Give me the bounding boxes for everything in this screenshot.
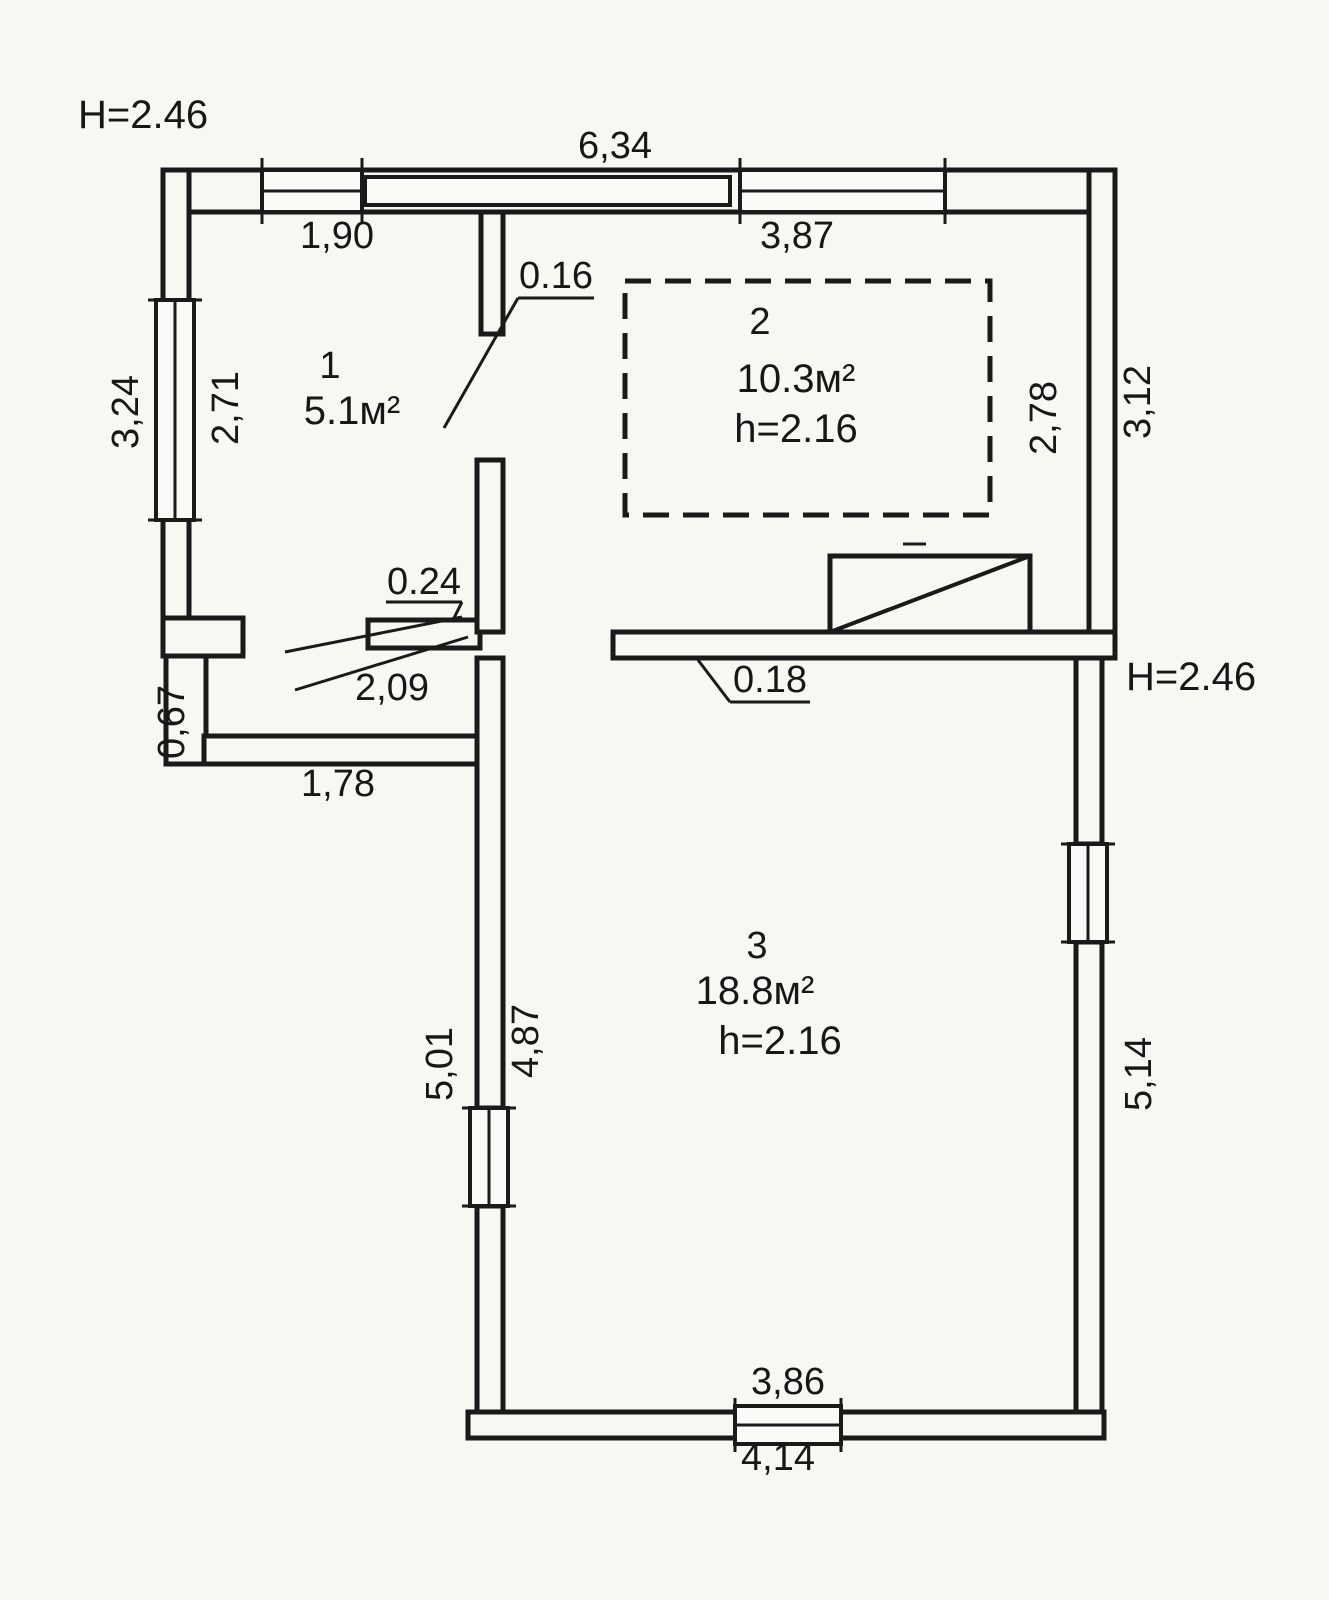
dim-right-outer-upper-label: 3,12 [1117,365,1159,439]
dim-right-inner-upper-label: 2,78 [1023,381,1065,455]
wall-interior-bottom [474,1203,506,1415]
wall-middle [610,629,1118,661]
dim-left-outer-label: 3,24 [105,375,147,449]
witness-ticks-group [148,158,1115,1452]
dim-top-width-label: 6,34 [578,125,652,167]
wall-right-lower-b [1073,939,1105,1415]
walls-group [160,167,1118,1441]
room1-area-label: 5.1м² [304,389,400,433]
room3-area-label: 18.8м² [696,969,815,1013]
wall-room1-bottom-piece [365,617,483,651]
wall-interior-lower [474,655,506,1111]
wall-step-block [160,615,246,659]
dim-left-step-label: 0,67 [151,685,193,759]
wall-right-lower-a [1073,655,1105,847]
wall-right-upper [1086,167,1118,661]
leader-016 [442,297,520,429]
dim-bottom-window-label: 3,86 [751,1361,825,1403]
room2-area-label: 10.3м² [737,357,856,401]
wall-interior-stub [478,209,506,337]
room2-dashed-outline [622,278,993,518]
dim-wall-018-label: 0.18 [733,659,807,701]
dim-wall-024-label: 0.24 [387,561,461,603]
labels-group: H=2.46 6,34 1,90 3,87 0.16 1 5.1м² 3,24 … [78,93,1256,1479]
dim-vestibule-width-label: 1,78 [301,763,375,805]
stove-symbol [827,542,1033,635]
room2-height-label: h=2.16 [734,407,857,451]
leader-opening-a [284,615,463,654]
dim-wall-016-label: 0.16 [519,255,593,297]
leader-lines-group [284,296,810,704]
dim-room3-left-outer-label: 5,01 [419,1027,461,1101]
wall-interior-mid [474,457,506,635]
dim-left-inner-label: 2,71 [205,371,247,445]
ceiling-height-right-label: H=2.46 [1126,655,1256,699]
windows-group [154,168,1109,1446]
dim-room3-right-label: 5,14 [1118,1037,1160,1111]
leader-018 [696,659,732,703]
ceiling-height-top-left-label: H=2.46 [78,93,208,137]
wall-vestibule-bottom [201,733,483,767]
dim-bottom-width-label: 4,14 [741,1437,815,1479]
room1-number-label: 1 [319,345,340,387]
room3-number-label: 3 [746,925,767,967]
leader-opening-b [294,635,469,692]
room2-number-label: 2 [749,301,770,343]
dim-opening-209-label: 2,09 [355,667,429,709]
dim-top-window-right-label: 3,87 [760,215,834,257]
dim-room3-left-inner-label: 4,87 [505,1004,547,1078]
wall-step-vertical [163,653,209,767]
room3-height-label: h=2.16 [718,1019,841,1063]
stove-diagonal [829,554,1031,634]
dim-top-window-left-label: 1,90 [300,215,374,257]
window-top-center [363,175,732,207]
